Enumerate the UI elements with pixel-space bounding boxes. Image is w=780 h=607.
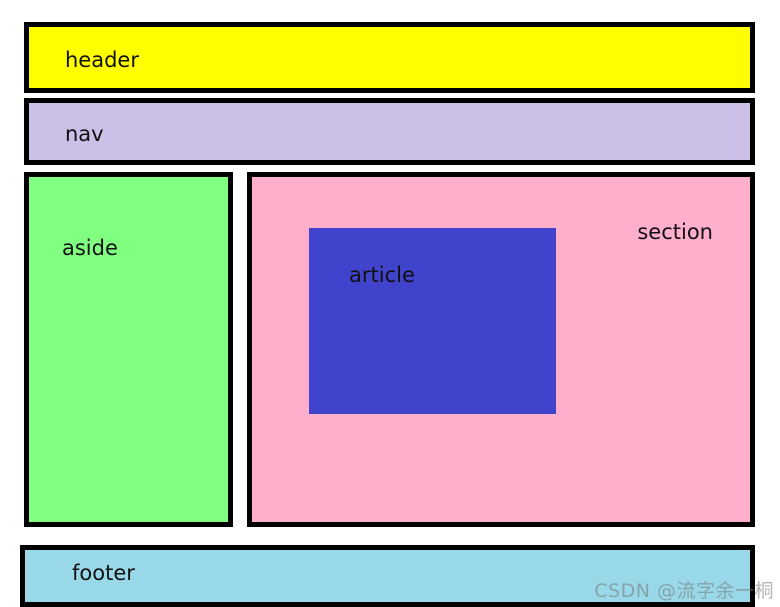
aside-block: aside <box>24 172 233 527</box>
header-block-label: header <box>65 48 139 72</box>
footer-block: footer <box>20 545 755 607</box>
section-block: section article <box>247 172 755 527</box>
article-block: article <box>309 228 556 414</box>
header-block: header <box>24 22 755 93</box>
nav-block: nav <box>24 98 755 165</box>
aside-block-label: aside <box>62 236 118 260</box>
article-block-label: article <box>349 263 415 287</box>
footer-block-label: footer <box>72 561 135 585</box>
section-block-label: section <box>637 220 713 244</box>
nav-block-label: nav <box>65 122 104 146</box>
